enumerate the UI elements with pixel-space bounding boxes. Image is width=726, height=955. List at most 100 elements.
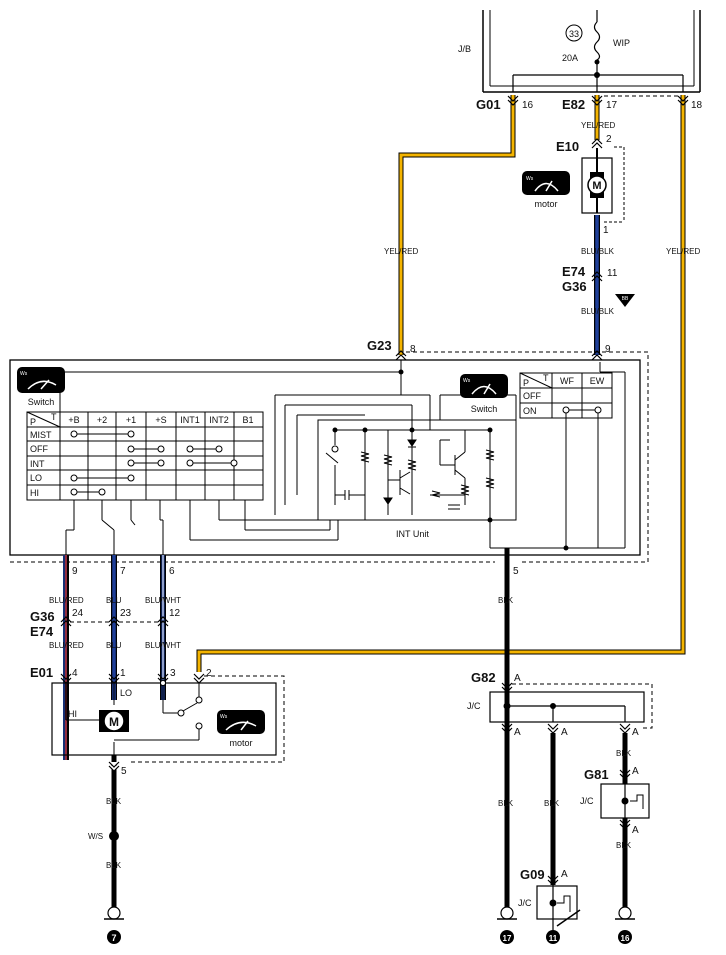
ground-16-label: 16 — [621, 934, 630, 943]
wire-label-blk-g82-2: BLK — [544, 799, 560, 808]
connector-e82: E82 — [562, 97, 585, 112]
int-unit-circuit — [59, 360, 626, 555]
wiper-motor-hi: HI — [68, 709, 77, 719]
pin-sw-5: 5 — [513, 566, 519, 577]
pin-g82-a-out3: A — [632, 727, 639, 738]
wire-yel-red-left — [398, 95, 516, 355]
pin-e01-5: 5 — [121, 766, 127, 777]
wiper-motor-internal — [65, 680, 203, 755]
pin-e10-1: 1 — [603, 225, 609, 236]
pin-g82-a-out2: A — [561, 727, 568, 738]
ground-16: 16 — [615, 906, 635, 944]
pin-e01-4: 4 — [72, 668, 78, 679]
washer-switch-table: P T WF EW OFF ON — [519, 372, 613, 419]
wire-label-blured-2: BLU/RED — [49, 641, 84, 650]
wire-label-left-yelred: YEL/RED — [384, 247, 418, 256]
switch-col-3: +1 — [126, 415, 136, 425]
washer-motor-m: M — [592, 180, 601, 192]
wire-label-e82-yelred: YEL/RED — [581, 121, 615, 130]
jb-label: J/B — [458, 44, 471, 54]
switch-col-4: +S — [155, 415, 166, 425]
switch-row-5: HI — [30, 488, 39, 498]
pin-e74-11: 11 — [607, 268, 618, 279]
wire-label-blk-motor-1: BLK — [106, 797, 122, 806]
connector-g09: G09 — [520, 867, 545, 882]
pin-18: 18 — [691, 100, 703, 111]
g81-jc-label: J/C — [580, 796, 594, 806]
washer-table-corner-p: P — [523, 378, 529, 388]
washer-col-wf: WF — [560, 376, 574, 386]
bb-badge-text: BB — [622, 296, 629, 302]
washer-icon-tag: Ws — [526, 176, 534, 182]
pin-g82-a-out1: A — [514, 727, 521, 738]
ground-11-label: 11 — [549, 934, 558, 943]
wire-label-blk-1: BLK — [498, 596, 514, 605]
g82-jc-label: J/C — [467, 701, 481, 711]
washer-col-ew: EW — [590, 376, 605, 386]
switch-row-4: LO — [30, 473, 42, 483]
wiper-motor-m: M — [109, 715, 119, 729]
pin-sw-6: 6 — [169, 566, 175, 577]
ws-splice-label: W/S — [88, 832, 103, 841]
wire-yel-red-right — [196, 95, 686, 672]
wire-blu-red — [63, 555, 69, 760]
wire-label-bluwht-1: BLU/WHT — [145, 596, 181, 605]
joint-connector-g82 — [489, 691, 645, 723]
wiper-switch-icon — [17, 367, 65, 393]
wire-label-blk-motor-2: BLK — [106, 861, 122, 870]
washer-switch-icon-tag: Ws — [463, 378, 471, 384]
pin-e01-1: 1 — [120, 668, 126, 679]
wiper-icon-tag: Ws — [20, 371, 28, 377]
pin-g23-8: 8 — [410, 344, 416, 355]
connector-e74-top: E74 — [562, 264, 586, 279]
connector-g81: G81 — [584, 767, 609, 782]
washer-motor-symbol — [587, 175, 607, 195]
wire-label-blk-g82-1: BLK — [498, 799, 514, 808]
fuse-rating: 20A — [562, 53, 578, 63]
fuse-number: 33 — [569, 29, 579, 39]
pin-17: 17 — [606, 100, 618, 111]
bb-badge — [615, 294, 635, 307]
wire-label-blu-2: BLU — [106, 641, 122, 650]
g09-jc-label: J/C — [518, 898, 532, 908]
wiper-motor-label: motor — [229, 738, 252, 748]
ground-7-label: 7 — [111, 933, 116, 943]
connector-g36-top: G36 — [562, 279, 587, 294]
pin-g81-a-in: A — [632, 766, 639, 777]
switch-col-5: INT1 — [180, 415, 200, 425]
pin-16: 16 — [522, 100, 534, 111]
wire-label-blk-g82-3: BLK — [616, 749, 632, 758]
pin-g23-9: 9 — [605, 344, 611, 355]
washer-switch-label: Switch — [471, 404, 498, 414]
switch-table-corner-p: P — [30, 417, 36, 427]
switch-row-3: INT — [30, 459, 45, 469]
washer-row-off: OFF — [523, 391, 541, 401]
pin-e74-24: 24 — [72, 608, 84, 619]
switch-row-1: MIST — [30, 430, 52, 440]
pin-e01-2: 2 — [206, 668, 212, 679]
wire-label-blk-g81: BLK — [616, 841, 632, 850]
connector-e74-low: E74 — [30, 624, 54, 639]
wiper-motor-lo: LO — [120, 688, 132, 698]
switch-col-6: INT2 — [209, 415, 229, 425]
wire-label-bluwht-2: BLU/WHT — [145, 641, 181, 650]
connector-g82: G82 — [471, 670, 496, 685]
ground-7: 7 — [104, 906, 124, 944]
connector-g36-low: G36 — [30, 609, 55, 624]
fuse-wip: 33 WIP 20A — [512, 10, 684, 92]
switch-col-7: B1 — [242, 415, 253, 425]
wiper-switch-label: Switch — [28, 397, 55, 407]
ws-splice — [109, 831, 119, 841]
wiper-switch-table: P T +B +2 +1 +S INT1 INT2 B1 MIST OFF IN… — [26, 411, 264, 501]
connector-e10: E10 — [556, 139, 579, 154]
wiper-motor-symbol — [103, 710, 125, 732]
switch-table-corner-t: T — [51, 412, 57, 422]
switch-col-2: +2 — [97, 415, 107, 425]
washer-table-corner-t: T — [543, 373, 549, 383]
wiper-switch-block — [9, 359, 641, 556]
pin-e74-23: 23 — [120, 608, 132, 619]
int-unit-label: INT Unit — [396, 529, 429, 539]
connector-g01: G01 — [476, 97, 501, 112]
wire-label-blublk-1: BLU/BLK — [581, 247, 615, 256]
switch-row-2: OFF — [30, 444, 48, 454]
